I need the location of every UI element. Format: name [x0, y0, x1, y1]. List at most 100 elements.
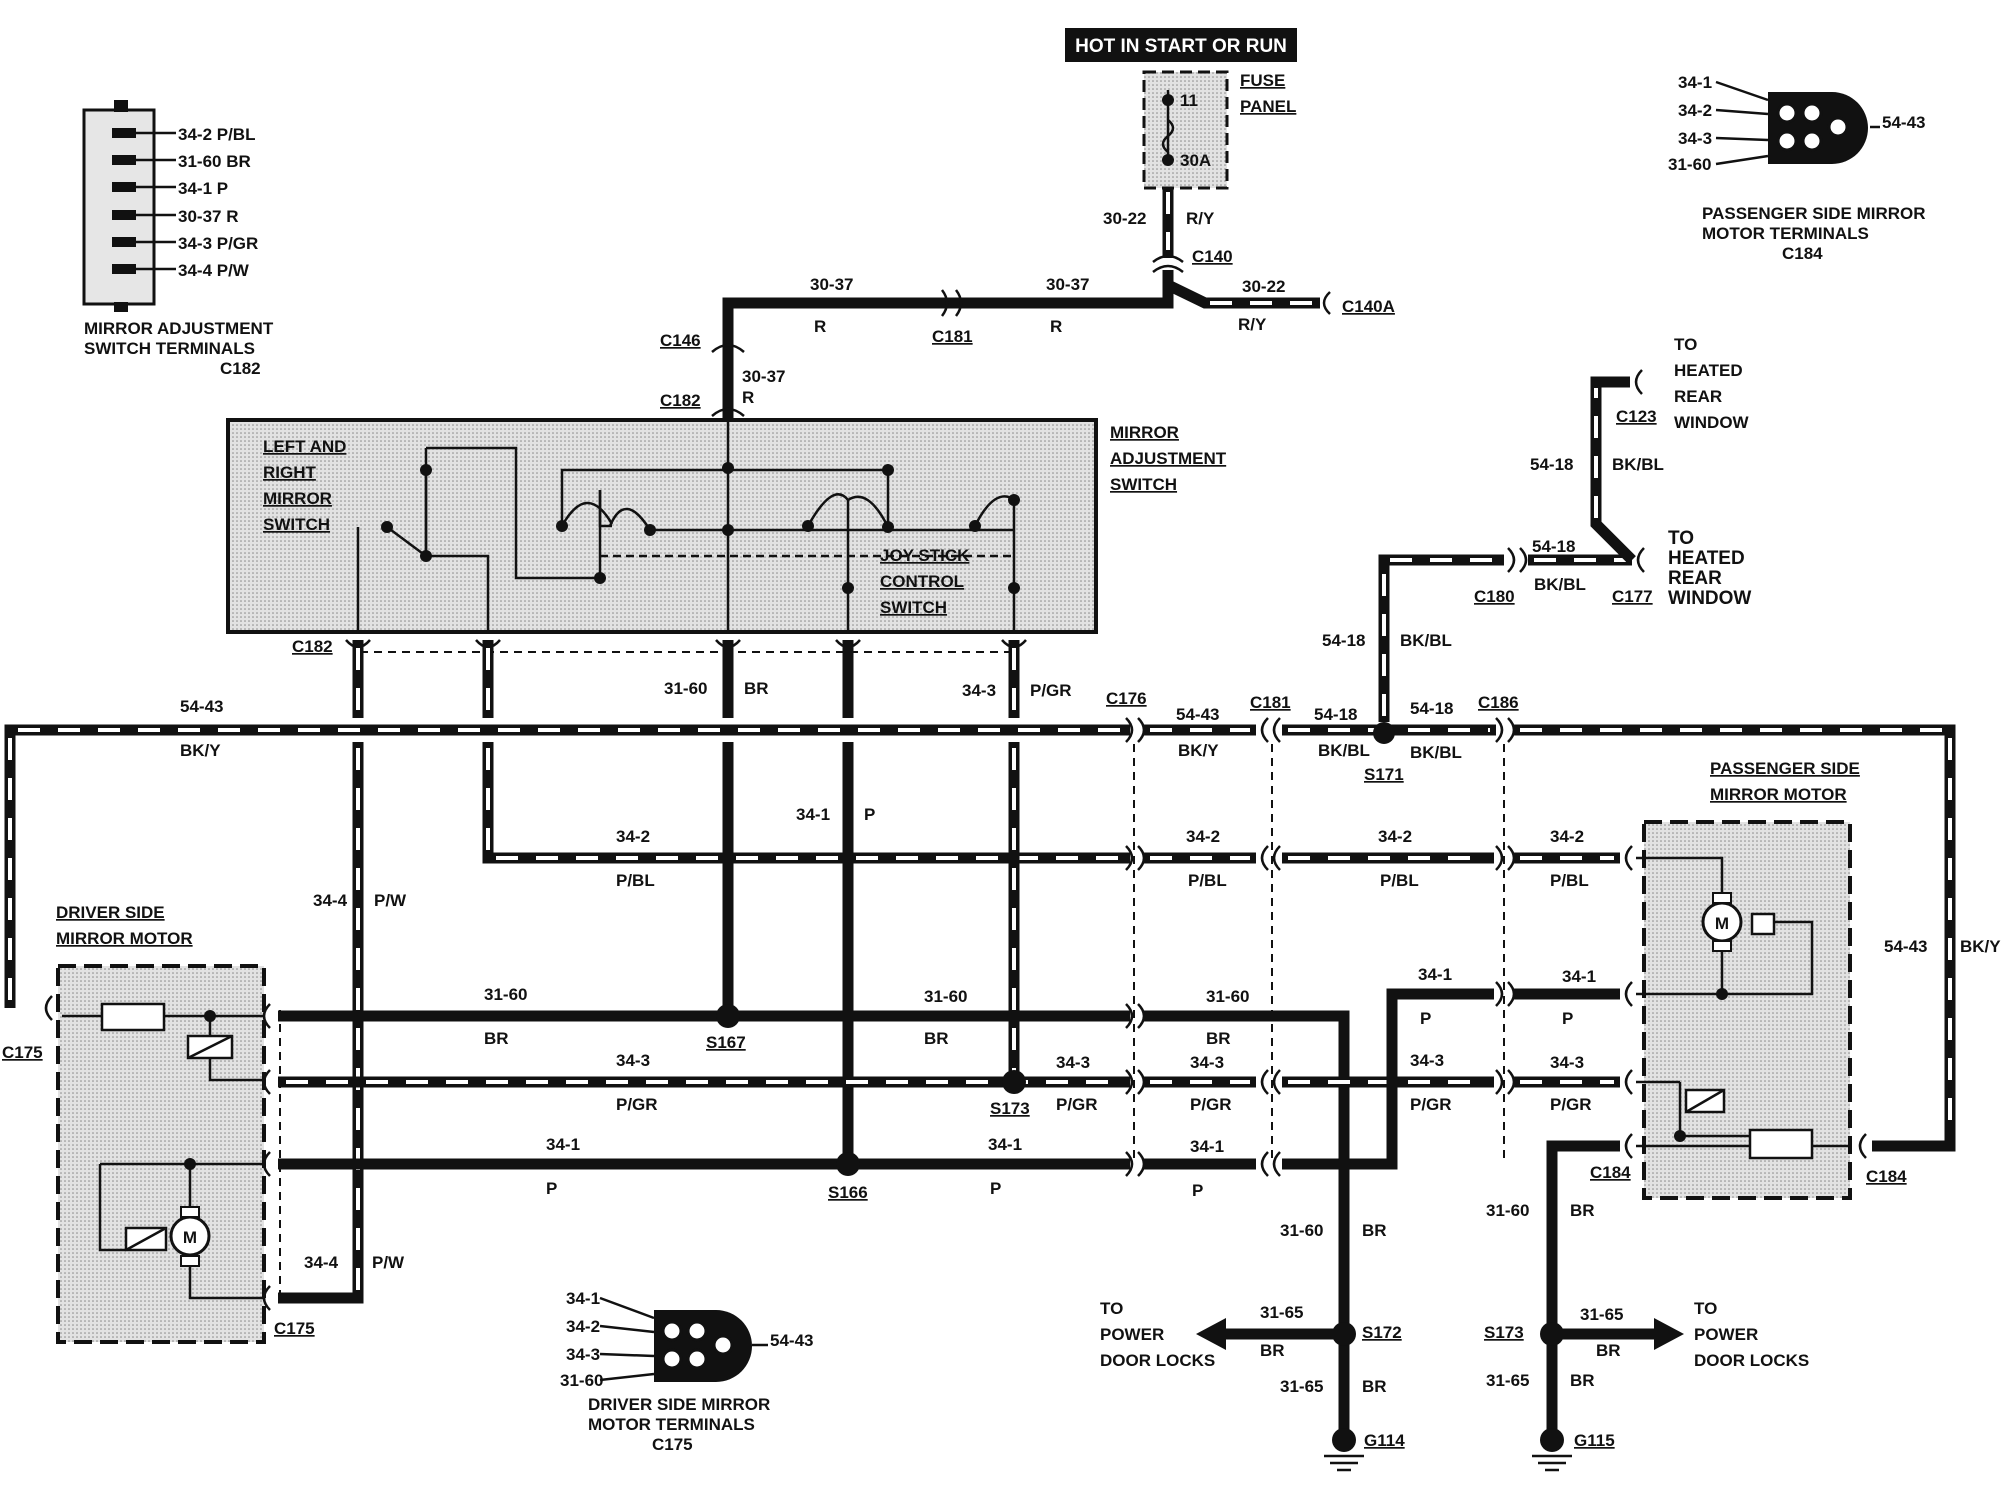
ground-right: S173 31-65 BR 31-65 BR G115 — [1484, 1305, 1684, 1472]
svg-text:SWITCH: SWITCH — [263, 515, 330, 534]
svg-text:ADJUSTMENT: ADJUSTMENT — [1110, 449, 1227, 468]
wire-54-18-hrw — [1590, 376, 1636, 564]
svg-text:54-43: 54-43 — [770, 1331, 813, 1350]
svg-text:BR: BR — [1570, 1371, 1595, 1390]
connector-c177: C177 — [1612, 587, 1653, 606]
svg-text:34-1: 34-1 — [1678, 73, 1712, 92]
svg-text:S172: S172 — [1362, 1323, 1402, 1342]
svg-text:31-60: 31-60 — [1668, 155, 1711, 174]
svg-text:34-2: 34-2 — [566, 1317, 600, 1336]
svg-text:54-43: 54-43 — [1884, 937, 1927, 956]
svg-text:DOOR LOCKS: DOOR LOCKS — [1100, 1351, 1215, 1370]
svg-text:MOTOR TERMINALS: MOTOR TERMINALS — [588, 1415, 755, 1434]
connector-c181-top: C181 — [932, 327, 973, 346]
connector-c140a: C140A — [1342, 297, 1395, 316]
svg-text:BR: BR — [1596, 1341, 1621, 1360]
svg-text:34-1: 34-1 — [566, 1289, 600, 1308]
svg-text:BR: BR — [1362, 1221, 1387, 1240]
svg-text:34-3: 34-3 — [566, 1345, 600, 1364]
svg-text:BK/BL: BK/BL — [1612, 455, 1664, 474]
svg-text:M: M — [183, 1228, 197, 1247]
svg-text:34-3: 34-3 — [1410, 1051, 1444, 1070]
svg-text:54-18: 54-18 — [1322, 631, 1365, 650]
svg-text:G114: G114 — [1364, 1431, 1405, 1450]
svg-text:BK/Y: BK/Y — [1178, 741, 1219, 760]
svg-text:54-43: 54-43 — [1882, 113, 1925, 132]
svg-text:34-1: 34-1 — [988, 1135, 1022, 1154]
svg-text:S173: S173 — [1484, 1323, 1524, 1342]
svg-text:BR: BR — [1362, 1377, 1387, 1396]
connector-c182-mid: C182 — [292, 637, 333, 656]
connector-c181-top-icon — [940, 289, 963, 317]
passenger-mirror-motor: PASSENGER SIDE MIRROR MOTOR M — [1636, 759, 1867, 1200]
svg-text:34-2: 34-2 — [1186, 827, 1220, 846]
svg-text:P/BL: P/BL — [1380, 871, 1419, 890]
connector-c182-top: C182 — [660, 391, 701, 410]
svg-text:R: R — [1050, 317, 1062, 336]
svg-text:RIGHT: RIGHT — [263, 463, 317, 482]
svg-text:MIRROR: MIRROR — [1110, 423, 1179, 442]
svg-text:P/GR: P/GR — [616, 1095, 658, 1114]
svg-text:34-4: 34-4 — [304, 1253, 339, 1272]
svg-text:S171: S171 — [1364, 765, 1404, 784]
svg-text:P: P — [1562, 1009, 1573, 1028]
svg-text:TO: TO — [1668, 528, 1694, 549]
svg-text:S173: S173 — [990, 1099, 1030, 1118]
connector-c140: C140 — [1192, 247, 1233, 266]
connector-c184-left: C184 — [1590, 1163, 1631, 1182]
svg-text:34-3: 34-3 — [962, 681, 996, 700]
svg-text:WINDOW: WINDOW — [1668, 588, 1751, 609]
svg-text:34-3: 34-3 — [1056, 1053, 1090, 1072]
svg-text:34-1: 34-1 — [546, 1135, 580, 1154]
switch-terminals: 34-2 P/BL 31-60 BR 34-1 P 30-37 R 34-3 P… — [82, 100, 274, 378]
svg-text:C184: C184 — [1782, 244, 1823, 263]
mirror-adjustment-switch: LEFT AND RIGHT MIRROR SWITCH JOY STICK C… — [226, 418, 1227, 634]
svg-text:30-37: 30-37 — [742, 367, 785, 386]
svg-text:31-65: 31-65 — [1260, 1303, 1303, 1322]
svg-text:11: 11 — [1180, 91, 1198, 110]
svg-text:SWITCH: SWITCH — [880, 598, 947, 617]
connector-c140-icon — [1152, 254, 1184, 274]
svg-text:WINDOW: WINDOW — [1674, 413, 1750, 432]
svg-text:HEATED: HEATED — [1674, 361, 1743, 380]
svg-text:DRIVER SIDE MIRROR: DRIVER SIDE MIRROR — [588, 1395, 770, 1414]
power-source: HOT IN START OR RUN 11 30A FUSE PANEL — [1065, 28, 1297, 190]
svg-text:C182: C182 — [220, 359, 261, 378]
dest-power-door-locks-right: TO POWER DOOR LOCKS — [1694, 1299, 1809, 1370]
svg-text:SWITCH: SWITCH — [1110, 475, 1177, 494]
svg-text:54-43: 54-43 — [1176, 705, 1219, 724]
svg-text:BK/BL: BK/BL — [1534, 575, 1586, 594]
dest-heated-rear-window-2: TO HEATED REAR WINDOW — [1668, 528, 1751, 609]
svg-text:R/Y: R/Y — [1186, 209, 1215, 228]
driver-terminals: 34-1 34-2 34-3 31-60 54-43 DRIVER SIDE M… — [560, 1289, 813, 1454]
svg-text:34-2 P/BL: 34-2 P/BL — [178, 125, 255, 144]
svg-text:34-4: 34-4 — [313, 891, 348, 910]
splice-s171 — [1373, 722, 1395, 744]
driver-mirror-motor: DRIVER SIDE MIRROR MOTOR M — [44, 903, 271, 1344]
svg-text:34-3: 34-3 — [1190, 1053, 1224, 1072]
connector-c184-right: C184 — [1866, 1167, 1907, 1186]
svg-text:P: P — [1192, 1181, 1203, 1200]
svg-text:31-65: 31-65 — [1486, 1371, 1529, 1390]
svg-text:30-22: 30-22 — [1242, 277, 1285, 296]
connector-c175-left: C175 — [2, 1043, 43, 1062]
svg-text:P/BL: P/BL — [616, 871, 655, 890]
connector-c176: C176 — [1106, 689, 1147, 708]
svg-text:SWITCH TERMINALS: SWITCH TERMINALS — [84, 339, 255, 358]
power-header: HOT IN START OR RUN — [1075, 36, 1287, 57]
ground-icon — [1532, 1454, 1572, 1472]
svg-text:31-60: 31-60 — [560, 1371, 603, 1390]
svg-text:34-1: 34-1 — [796, 805, 830, 824]
svg-text:REAR: REAR — [1674, 387, 1722, 406]
ground-icon — [1324, 1454, 1364, 1472]
svg-text:30-37: 30-37 — [810, 275, 853, 294]
svg-text:PASSENGER SIDE MIRROR: PASSENGER SIDE MIRROR — [1702, 204, 1926, 223]
svg-text:PASSENGER SIDE: PASSENGER SIDE — [1710, 759, 1860, 778]
svg-text:C175: C175 — [652, 1435, 693, 1454]
svg-text:54-18: 54-18 — [1530, 455, 1573, 474]
svg-text:P/BL: P/BL — [1550, 871, 1589, 890]
connector-c175-bot: C175 — [274, 1319, 315, 1338]
connector-c181-mid: C181 — [1250, 693, 1291, 712]
svg-text:P: P — [546, 1179, 557, 1198]
